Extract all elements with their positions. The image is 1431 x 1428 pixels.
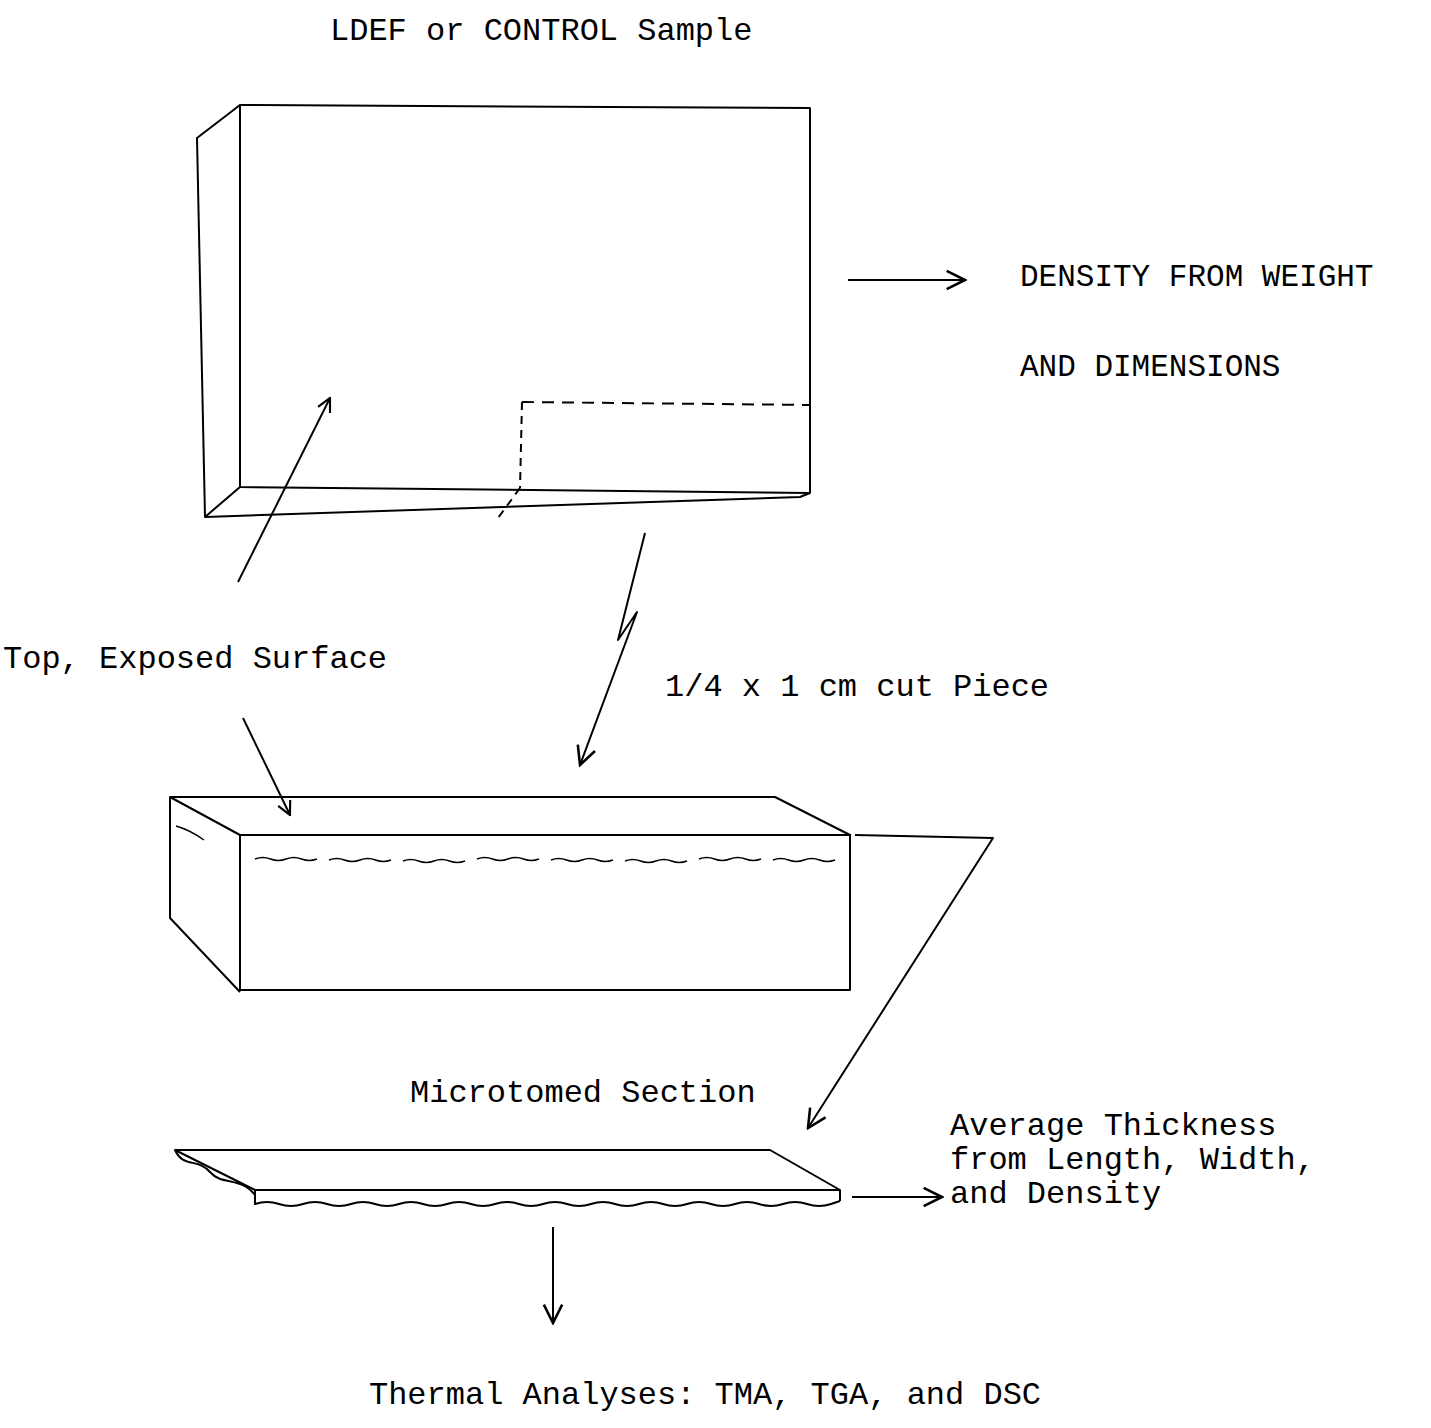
outline-stroke	[170, 797, 850, 835]
box-text: Average Thickness from Length, Width, an…	[950, 1110, 1350, 1212]
cut-piece-block: 1/4 x 1 cm cut Piece	[165, 790, 855, 1000]
flow-arrow	[808, 835, 993, 1128]
flow-arrow	[580, 533, 645, 765]
result-text: Average Thickness from Length, Width, an…	[950, 1110, 1350, 1212]
flow-arrow	[552, 1227, 554, 1323]
box-text: Thermal Analyses: TMA, TGA, and DSC	[369, 1378, 1041, 1414]
cut-piece-block-outline	[165, 790, 855, 1000]
leader-line	[243, 718, 290, 815]
box-heading: 1/4 x 1 cm cut Piece	[665, 670, 1049, 706]
flow-arrow	[848, 279, 965, 281]
outline-stroke	[498, 488, 520, 518]
outline-stroke	[176, 826, 204, 840]
outline-stroke	[255, 858, 835, 863]
box-text: DENSITY FROM WEIGHT AND DIMENSIONS	[1020, 233, 1425, 413]
sample-block-outline	[190, 10, 815, 525]
outline-stroke	[240, 105, 810, 493]
flow-arrow	[852, 1196, 942, 1198]
outline-stroke	[175, 1150, 255, 1195]
result-text: DENSITY FROM WEIGHT AND DIMENSIONS	[1020, 233, 1425, 413]
box-heading: LDEF or CONTROL Sample	[330, 14, 752, 50]
sample-block: LDEF or CONTROL Sample	[190, 10, 815, 525]
outline-stroke	[522, 402, 810, 405]
result-text: Thermal Analyses: TMA, TGA, and DSC	[369, 1378, 1041, 1414]
section-slab: Microtomed Section	[165, 1072, 850, 1215]
outline-stroke	[170, 797, 240, 992]
outline-stroke	[240, 835, 850, 990]
outline-stroke	[175, 1150, 840, 1190]
box-heading: Microtomed Section	[410, 1076, 756, 1112]
outline-stroke	[255, 1201, 840, 1206]
outline-stroke	[520, 402, 522, 488]
callout-label: Top, Exposed Surface	[3, 642, 387, 678]
outline-stroke	[255, 1190, 840, 1205]
leader-line	[238, 398, 330, 582]
outline-stroke	[197, 105, 240, 517]
